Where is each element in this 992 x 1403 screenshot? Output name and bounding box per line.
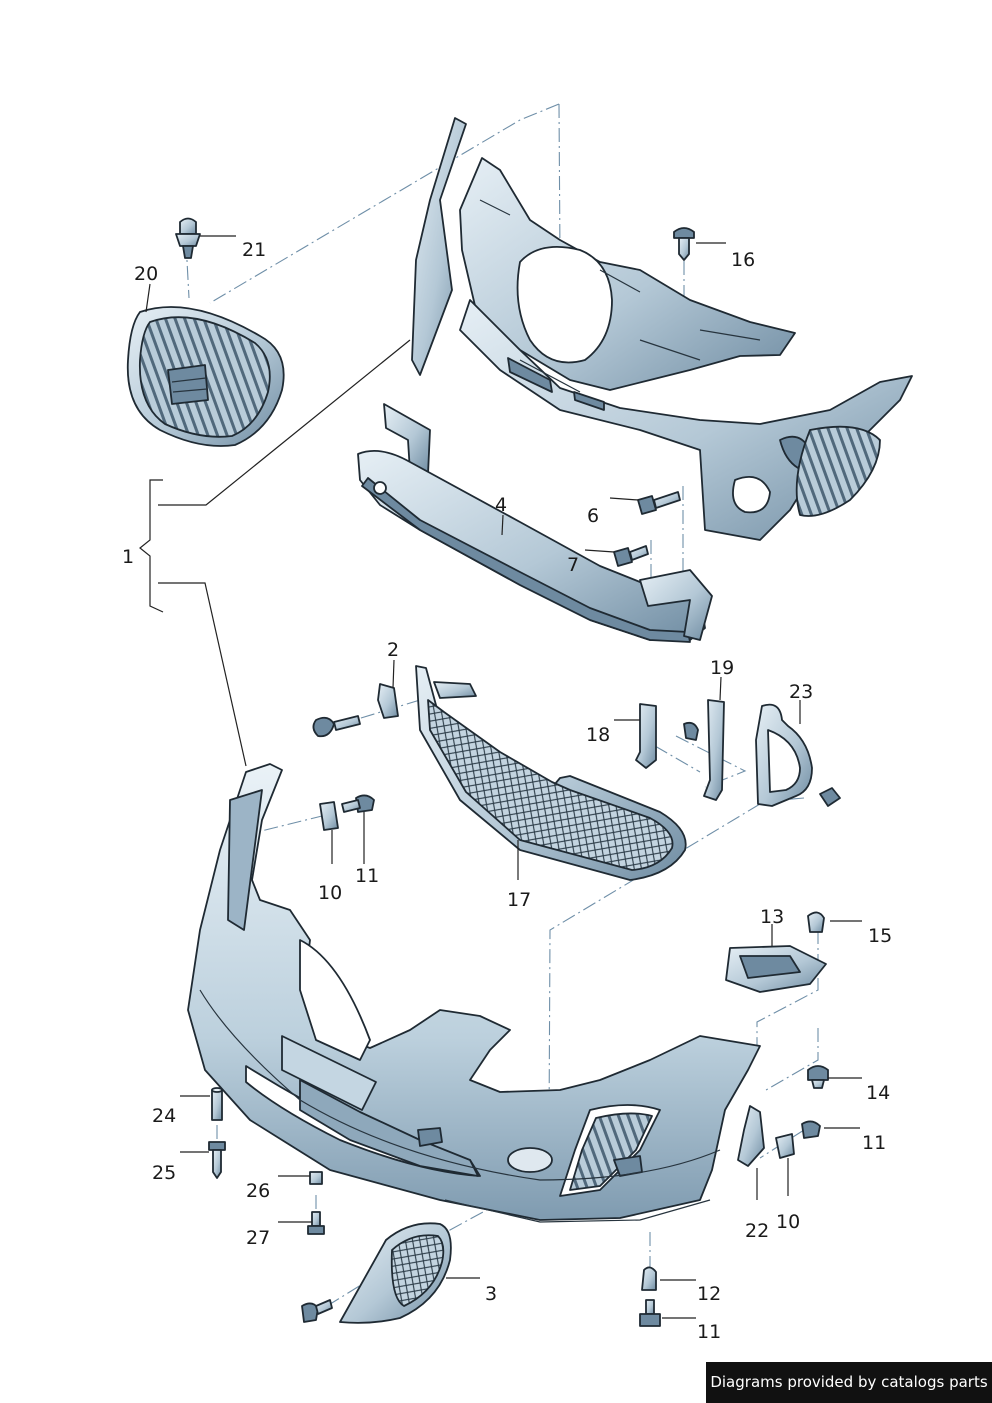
spacer-26	[309, 1171, 323, 1185]
clip-nut-10-right	[775, 1133, 795, 1159]
clip-nut-10-left	[319, 801, 339, 831]
callout-10-left: 10	[318, 882, 342, 904]
callout-15: 15	[868, 925, 892, 947]
screw-27	[307, 1211, 325, 1235]
callout-13: 13	[760, 906, 784, 928]
leader-lines	[139, 235, 862, 1319]
callout-17: 17	[507, 889, 531, 911]
callout-26: 26	[246, 1180, 270, 1202]
screw-11-bottom	[639, 1299, 661, 1327]
screw-25	[208, 1141, 226, 1179]
callout-25: 25	[152, 1162, 176, 1184]
callout-2: 2	[387, 639, 399, 661]
screw-16	[673, 227, 695, 261]
clip-12	[641, 1266, 657, 1291]
bracket-19	[703, 699, 725, 801]
callout-6: 6	[587, 505, 599, 527]
callout-27: 27	[246, 1227, 270, 1249]
fog-light-grille-3	[301, 1222, 452, 1324]
radiator-grille	[126, 306, 285, 447]
clip-21	[175, 217, 201, 259]
callout-21: 21	[242, 239, 266, 261]
bracket-22	[737, 1105, 765, 1167]
callout-11-right: 11	[862, 1132, 886, 1154]
bracket-2	[312, 683, 399, 738]
callout-1: 1	[122, 546, 134, 568]
bumper-cover	[187, 763, 761, 1223]
screw-11-right	[801, 1120, 821, 1139]
callout-19: 19	[710, 657, 734, 679]
callout-18: 18	[586, 724, 610, 746]
callout-3: 3	[485, 1283, 497, 1305]
callout-11-left: 11	[355, 865, 379, 887]
callout-7: 7	[567, 554, 579, 576]
callout-14: 14	[866, 1082, 890, 1104]
bolt-6	[637, 491, 681, 515]
fog-light-frame-23	[755, 703, 841, 807]
screw-14	[807, 1065, 829, 1089]
lower-mesh-grille	[415, 665, 687, 881]
callout-16: 16	[731, 249, 755, 271]
bracket-13	[725, 945, 827, 993]
callout-24: 24	[152, 1105, 176, 1127]
callout-20: 20	[134, 263, 158, 285]
clip-15	[807, 911, 825, 933]
bracket-18	[635, 703, 699, 769]
callout-4: 4	[495, 494, 507, 516]
callout-12: 12	[697, 1283, 721, 1305]
bolt-7	[613, 545, 649, 567]
bumper-reinforcement	[357, 403, 713, 643]
screw-11-left	[341, 794, 375, 813]
callout-22: 22	[745, 1220, 769, 1242]
footer-credit: Diagrams provided by catalogs parts	[706, 1362, 992, 1403]
spacer-24	[211, 1087, 223, 1121]
callout-11-bottom: 11	[697, 1321, 721, 1343]
callout-23: 23	[789, 681, 813, 703]
front-end-carrier	[411, 117, 913, 541]
callout-labels: 1 2 3 4 6 7 10 10 11 11 11 12 13 14 15 1…	[122, 239, 892, 1343]
callout-10-right: 10	[776, 1211, 800, 1233]
